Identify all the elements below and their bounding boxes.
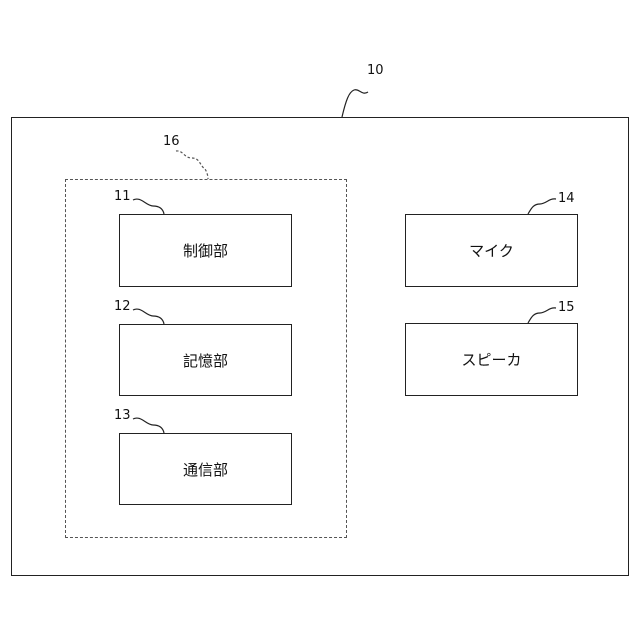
leader-line-speaker bbox=[528, 308, 556, 323]
ref-number-group: 16 bbox=[163, 135, 180, 149]
leader-line-control bbox=[133, 199, 164, 214]
leader-line-group bbox=[176, 151, 208, 179]
ref-number-communication: 13 bbox=[114, 409, 131, 423]
ref-number-storage: 12 bbox=[114, 300, 131, 314]
ref-number-device: 10 bbox=[367, 64, 384, 78]
leader-line-microphone bbox=[528, 199, 556, 214]
leader-line-communication bbox=[133, 418, 164, 433]
leader-line-device bbox=[342, 90, 368, 117]
ref-number-microphone: 14 bbox=[558, 192, 575, 206]
ref-number-control: 11 bbox=[114, 190, 131, 204]
leader-line-storage bbox=[133, 309, 164, 324]
ref-number-speaker: 15 bbox=[558, 301, 575, 315]
